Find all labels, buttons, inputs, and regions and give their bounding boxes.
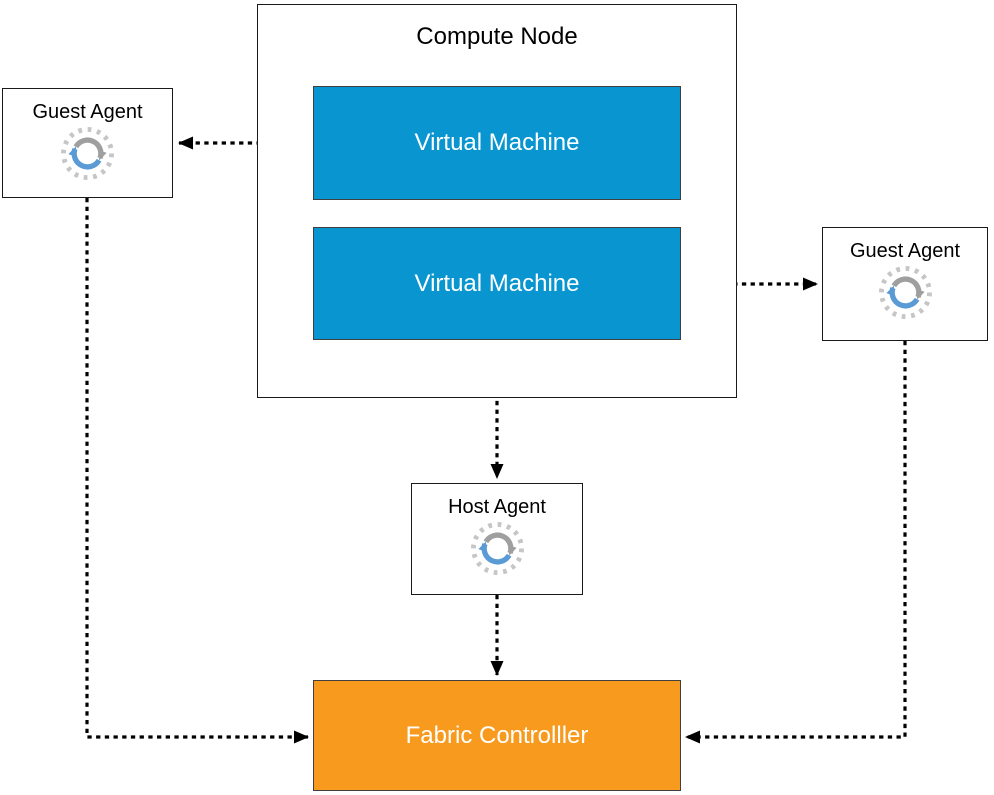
fabric-controller-box: Fabric Controlller — [313, 680, 681, 791]
host-agent-box: Host Agent — [411, 483, 583, 595]
guest-agent-right-box: Guest Agent — [822, 227, 988, 341]
vm-bottom-label: Virtual Machine — [414, 269, 580, 297]
connector-guest-agent-right-to-fabric-controller — [685, 341, 907, 744]
sync-icon — [470, 522, 524, 575]
guest-agent-left-box: Guest Agent — [2, 88, 173, 198]
vm-bottom-box: Virtual Machine — [313, 227, 681, 340]
guest-agent-left-label: Guest Agent — [32, 101, 143, 123]
guest-agent-right-label: Guest Agent — [849, 240, 961, 262]
host-agent-label: Host Agent — [448, 496, 546, 518]
vm-top-box: Virtual Machine — [313, 86, 681, 200]
fabric-controller-label: Fabric Controlller — [405, 721, 589, 749]
sync-icon — [61, 127, 114, 180]
vm-top-label: Virtual Machine — [414, 129, 580, 156]
sync-icon — [878, 266, 932, 319]
compute-node-label: Compute Node — [416, 23, 578, 50]
